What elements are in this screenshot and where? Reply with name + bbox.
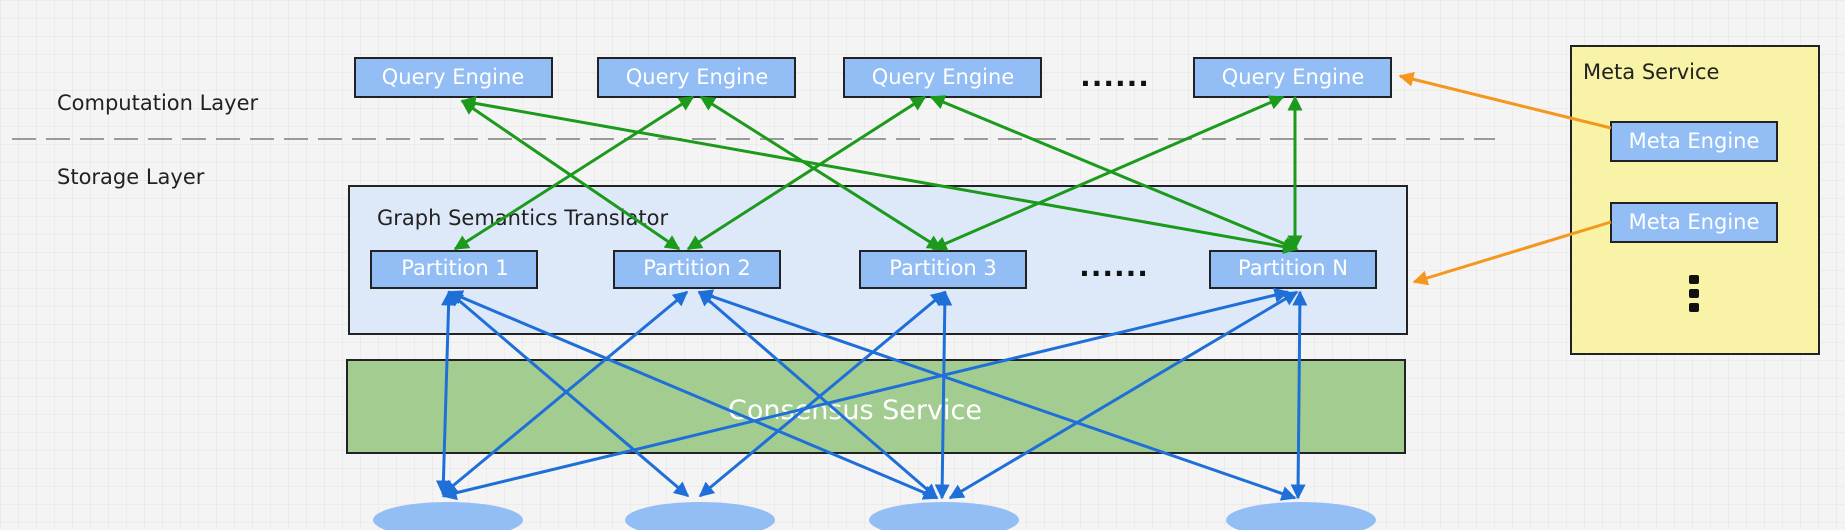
meta-service-title: Meta Service [1583, 60, 1719, 84]
meta-ellipsis-icon [1689, 275, 1699, 312]
meta-engine-1: Meta Engine [1610, 121, 1778, 162]
partition-1-label: Partition 1 [401, 256, 509, 280]
graph-semantics-translator-label: Graph Semantics Translator [377, 206, 668, 230]
query-partition-arrows [453, 95, 1303, 255]
meta-engine-2: Meta Engine [1610, 202, 1778, 243]
arrow-meta-to-storage [1412, 220, 1612, 286]
query-engine-n-label: Query Engine [1222, 65, 1364, 89]
partition-1: Partition 1 [370, 250, 538, 289]
arrow-qe2-p1 [453, 95, 695, 251]
computation-layer-label: Computation Layer [57, 91, 259, 115]
storage-disk-4 [1226, 502, 1376, 530]
query-engine-3-label: Query Engine [872, 65, 1014, 89]
arrow-pn-d3 [948, 290, 1299, 500]
meta-service-arrows [1398, 71, 1612, 286]
query-engine-1-label: Query Engine [382, 65, 524, 89]
storage-disk-2 [625, 502, 775, 530]
query-engine-1: Query Engine [354, 57, 553, 98]
arrow-qen-p3 [931, 95, 1285, 251]
meta-engine-2-label: Meta Engine [1629, 210, 1760, 234]
storage-disk-3 [869, 502, 1019, 530]
partition-3: Partition 3 [859, 250, 1027, 289]
partition-3-label: Partition 3 [889, 256, 997, 280]
meta-engine-1-label: Meta Engine [1629, 129, 1760, 153]
query-engine-2-label: Query Engine [626, 65, 768, 89]
partition-storage-arrows [435, 287, 1308, 501]
partition-2: Partition 2 [613, 250, 781, 289]
partition-ellipsis: ...... [1079, 250, 1149, 283]
arrow-pn-d4 [1290, 290, 1308, 500]
query-engine-n: Query Engine [1193, 57, 1392, 98]
storage-disk-1 [373, 502, 523, 530]
arrow-qe3-p2 [686, 95, 927, 251]
arrow-meta-to-query [1398, 71, 1612, 130]
query-engine-3: Query Engine [843, 57, 1042, 98]
query-engine-ellipsis: ...... [1080, 60, 1150, 93]
storage-layer-label: Storage Layer [57, 165, 205, 189]
partition-n-label: Partition N [1238, 256, 1348, 280]
partition-2-label: Partition 2 [643, 256, 751, 280]
partition-n: Partition N [1209, 250, 1377, 289]
meta-service-box [1570, 45, 1820, 355]
query-engine-2: Query Engine [597, 57, 796, 98]
